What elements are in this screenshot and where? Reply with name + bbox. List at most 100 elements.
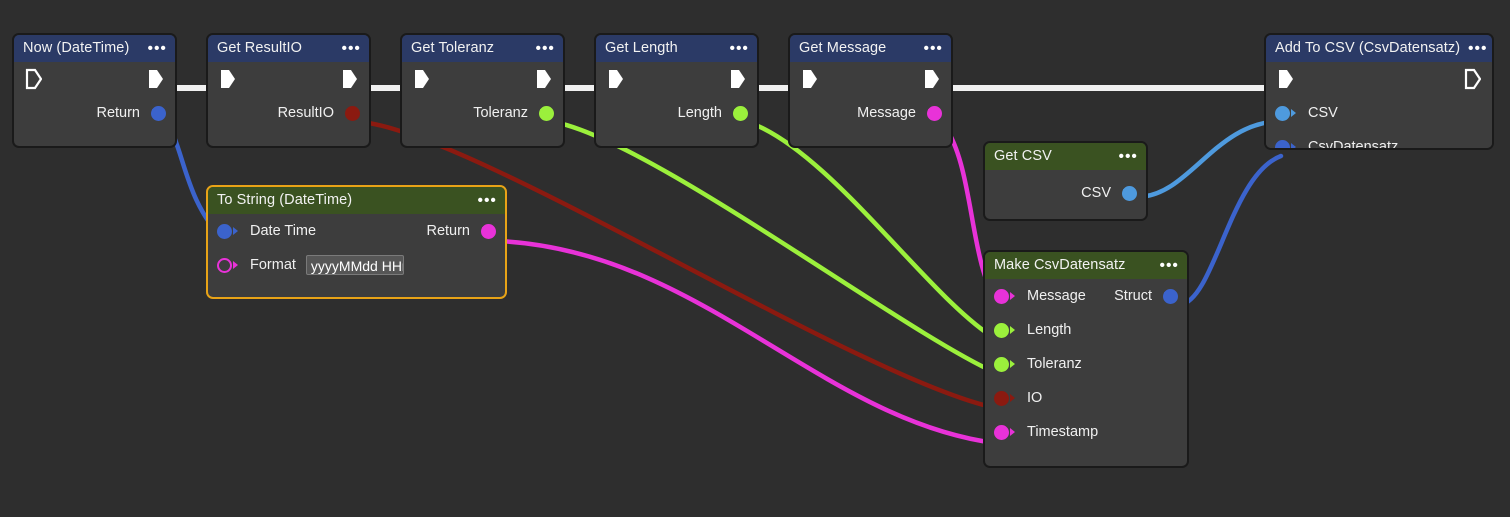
input-row-csv: CSV [1266, 96, 1492, 130]
exec-row [1266, 62, 1492, 96]
node-body: ResultIO [208, 62, 369, 130]
node-menu-icon[interactable]: ••• [535, 40, 555, 57]
exec-out-pin[interactable] [923, 68, 940, 90]
pin-dot[interactable] [994, 390, 1009, 406]
node-body: Message [790, 62, 951, 130]
exec-out-pin[interactable] [535, 68, 552, 90]
node-menu-icon[interactable]: ••• [1468, 40, 1488, 57]
pin-dot[interactable] [539, 105, 554, 121]
node-menu-icon[interactable]: ••• [477, 192, 497, 209]
pin-label: Length [1027, 321, 1072, 338]
output-pin-struct[interactable]: Struct [1114, 279, 1178, 313]
pin-label: Format [250, 256, 296, 273]
output-pin-resultio[interactable]: ResultIO [278, 96, 360, 130]
node-menu-icon[interactable]: ••• [1118, 148, 1138, 165]
format-input-field[interactable]: yyyyMMdd HHr [305, 255, 404, 275]
exec-in-pin[interactable] [219, 68, 236, 90]
node-header[interactable]: Get Message ••• [790, 35, 951, 62]
input-pin-io[interactable]: IO [994, 381, 1042, 415]
output-pin-csv[interactable]: CSV [1081, 176, 1137, 210]
pin-dot[interactable] [217, 223, 232, 239]
pin-label: CSV [1308, 104, 1338, 121]
input-pin-csv[interactable]: CSV [1275, 96, 1338, 130]
pin-arrow-icon [1291, 143, 1296, 148]
node-to-string-datetime[interactable]: To String (DateTime) ••• Date Time Retur… [206, 185, 507, 299]
output-row-toleranz: Toleranz [402, 96, 563, 130]
exec-row [596, 62, 757, 96]
node-menu-icon[interactable]: ••• [729, 40, 749, 57]
pin-dot[interactable] [994, 424, 1009, 440]
input-pin-csvdatensatz[interactable]: CsvDatensatz [1275, 130, 1398, 148]
pin-dot[interactable] [994, 356, 1009, 372]
input-pin-length[interactable]: Length [994, 313, 1071, 347]
input-pin-date-time[interactable]: Date Time [217, 214, 316, 248]
node-header[interactable]: Get Toleranz ••• [402, 35, 563, 62]
node-menu-icon[interactable]: ••• [341, 40, 361, 57]
node-header[interactable]: Make CsvDatensatz ••• [985, 252, 1187, 279]
node-header[interactable]: To String (DateTime) ••• [208, 187, 505, 214]
node-make-csvdatensatz[interactable]: Make CsvDatensatz ••• Message Struct [983, 250, 1189, 468]
pin-dot[interactable] [994, 288, 1009, 304]
pin-arrow-icon [1291, 109, 1296, 117]
node-title: Make CsvDatensatz [994, 257, 1126, 274]
exec-out-pin[interactable] [729, 68, 746, 90]
pin-dot[interactable] [994, 322, 1009, 338]
exec-in-pin[interactable] [607, 68, 624, 90]
node-now-datetime[interactable]: Now (DateTime) ••• Return [12, 33, 177, 148]
pin-dot[interactable] [927, 105, 942, 121]
pin-dot[interactable] [733, 105, 748, 121]
pin-dot[interactable] [217, 257, 232, 273]
input-pin-message[interactable]: Message [994, 279, 1086, 313]
exec-in-pin[interactable] [25, 68, 42, 90]
input-pin-timestamp[interactable]: Timestamp [994, 415, 1098, 449]
input-row-timestamp: Timestamp [985, 415, 1187, 449]
pin-dot[interactable] [1275, 139, 1290, 148]
exec-in-pin[interactable] [413, 68, 430, 90]
exec-out-pin[interactable] [341, 68, 358, 90]
node-get-csv[interactable]: Get CSV ••• CSV [983, 141, 1148, 221]
output-pin-return[interactable]: Return [426, 214, 496, 248]
exec-in-pin[interactable] [801, 68, 818, 90]
node-header[interactable]: Get Length ••• [596, 35, 757, 62]
exec-out-pin[interactable] [147, 68, 164, 90]
input-pin-toleranz[interactable]: Toleranz [994, 347, 1082, 381]
node-get-length[interactable]: Get Length ••• Length [594, 33, 759, 148]
pin-dot[interactable] [1163, 288, 1178, 304]
pin-label: ResultIO [277, 104, 334, 121]
node-header[interactable]: Add To CSV (CsvDatensatz) ••• [1266, 35, 1492, 62]
exec-out-pin[interactable] [1464, 68, 1481, 90]
output-pin-toleranz[interactable]: Toleranz [473, 96, 554, 130]
node-title: Get CSV [994, 148, 1052, 165]
node-menu-icon[interactable]: ••• [1159, 257, 1179, 274]
exec-in-pin[interactable] [1277, 68, 1294, 90]
exec-row [402, 62, 563, 96]
node-get-message[interactable]: Get Message ••• Message [788, 33, 953, 148]
node-header[interactable]: Get CSV ••• [985, 143, 1146, 170]
node-get-toleranz[interactable]: Get Toleranz ••• Toleranz [400, 33, 565, 148]
exec-row [208, 62, 369, 96]
pin-label: Message [857, 104, 916, 121]
node-get-resultio[interactable]: Get ResultIO ••• ResultIO [206, 33, 371, 148]
pin-dot[interactable] [481, 223, 496, 239]
node-title: Now (DateTime) [23, 40, 130, 57]
output-pin-length[interactable]: Length [678, 96, 748, 130]
input-pin-format[interactable]: Format yyyyMMdd HHr [217, 248, 404, 282]
node-header[interactable]: Now (DateTime) ••• [14, 35, 175, 62]
node-menu-icon[interactable]: ••• [147, 40, 167, 57]
pin-dot[interactable] [345, 105, 360, 121]
output-pin-message[interactable]: Message [857, 96, 942, 130]
pin-dot[interactable] [151, 105, 166, 121]
pin-dot[interactable] [1122, 185, 1137, 201]
pin-label: Toleranz [1027, 355, 1082, 372]
output-pin-return[interactable]: Return [96, 96, 166, 130]
pin-label: CSV [1081, 184, 1111, 201]
output-row-message: Message [790, 96, 951, 130]
exec-row [790, 62, 951, 96]
node-header[interactable]: Get ResultIO ••• [208, 35, 369, 62]
pin-dot[interactable] [1275, 105, 1290, 121]
node-menu-icon[interactable]: ••• [923, 40, 943, 57]
node-body: Message Struct Length [985, 279, 1187, 449]
pin-label: Date Time [250, 222, 317, 239]
node-add-to-csv[interactable]: Add To CSV (CsvDatensatz) ••• CSV [1264, 33, 1494, 150]
